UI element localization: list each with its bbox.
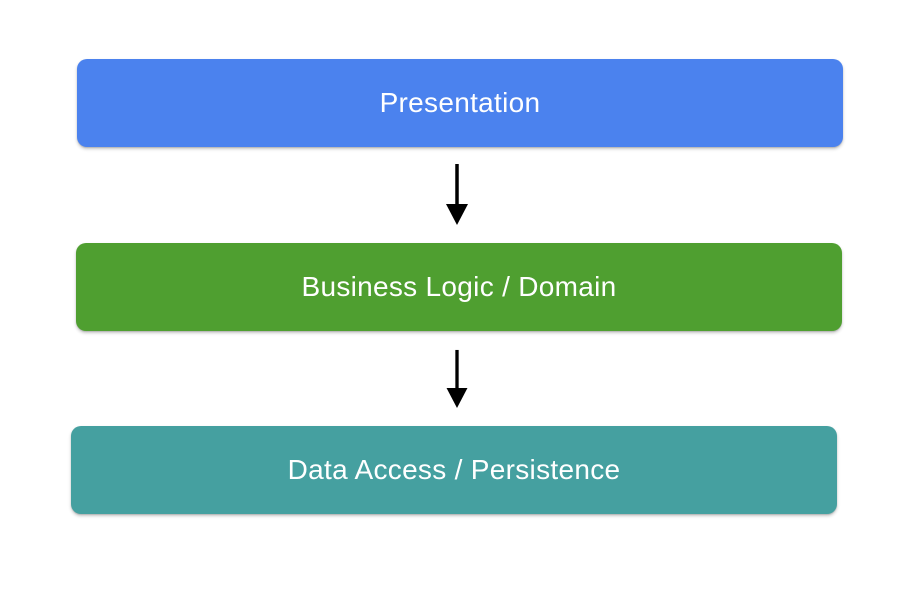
layer-box-business-logic[interactable]: Business Logic / Domain: [76, 243, 842, 331]
down-arrow-icon: [444, 163, 470, 225]
layer-label-business-logic: Business Logic / Domain: [301, 271, 617, 302]
layer-label-data-access: Data Access / Persistence: [287, 454, 621, 485]
layer-box-data-access[interactable]: Data Access / Persistence: [71, 426, 837, 514]
down-arrow-icon: [444, 349, 470, 408]
layer-box-presentation[interactable]: Presentation: [77, 59, 843, 147]
layer-label-presentation: Presentation: [379, 87, 541, 118]
